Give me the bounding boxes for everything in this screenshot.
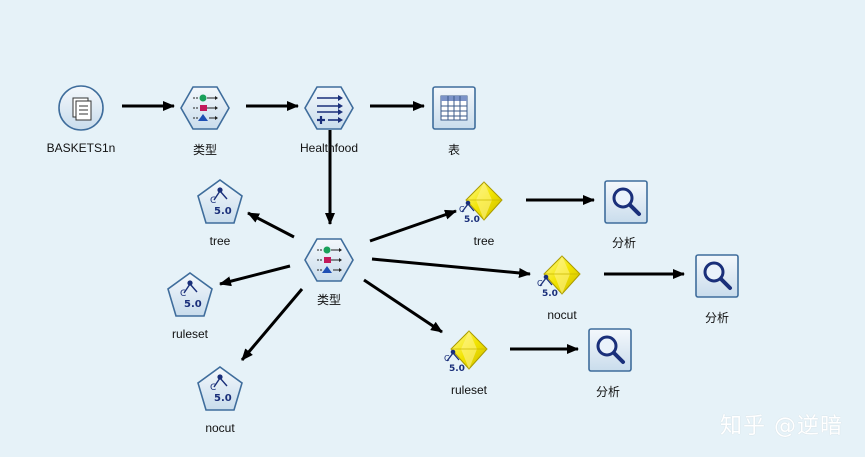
label-type-center: 类型 — [316, 293, 342, 307]
analysis-magnifier-icon — [612, 187, 641, 216]
svg-text:5.0: 5.0 — [542, 289, 558, 299]
source-node-baskets[interactable] — [58, 85, 104, 131]
c50-nugget-icon: C 5.0 — [537, 255, 581, 299]
svg-text:C: C — [210, 196, 216, 206]
type-node-center[interactable] — [304, 238, 354, 282]
label-nugget-nocut: nocut — [547, 308, 577, 322]
watermark: 知乎 @逆暗 — [720, 414, 843, 439]
nugget-nocut[interactable]: C 5.0 — [537, 255, 581, 299]
model-builder-tree[interactable]: C 5.0 — [197, 179, 243, 224]
connections — [122, 101, 685, 361]
analysis-node-2[interactable] — [695, 254, 739, 298]
c50-model-builder-icon: C 5.0 — [180, 280, 202, 310]
table-output-node[interactable] — [432, 86, 476, 130]
label-model-ruleset: ruleset — [171, 327, 209, 341]
label-nugget-ruleset: ruleset — [450, 383, 488, 397]
analysis-magnifier-icon — [703, 261, 732, 290]
svg-text:C: C — [459, 205, 465, 214]
label-source: BASKETS1n — [46, 141, 116, 155]
derive-node-icon — [317, 95, 343, 124]
label-model-tree: tree — [209, 234, 231, 248]
derive-node-healthfood[interactable] — [304, 86, 354, 130]
type-node-icon — [317, 246, 342, 273]
label-analysis-3: 分析 — [595, 385, 621, 399]
svg-text:C: C — [180, 289, 186, 299]
type-node-icon — [193, 94, 218, 121]
label-nugget-tree: tree — [473, 234, 495, 248]
link-type-to-model-nocut[interactable] — [240, 288, 304, 361]
svg-text:C: C — [210, 383, 216, 393]
c50-model-builder-icon: C 5.0 — [210, 187, 232, 217]
analysis-node-3[interactable] — [588, 328, 632, 372]
c50-nugget-icon: C 5.0 — [444, 330, 488, 374]
model-builder-nocut[interactable]: C 5.0 — [197, 366, 243, 411]
label-type-top: 类型 — [192, 143, 218, 157]
label-healthfood: Healthfood — [299, 141, 359, 155]
svg-text:C: C — [444, 354, 450, 363]
model-builder-ruleset[interactable]: C 5.0 — [167, 272, 213, 317]
analysis-node-1[interactable] — [604, 180, 648, 224]
link-type-to-nugget-tree[interactable] — [369, 209, 457, 243]
c50-model-builder-icon: C 5.0 — [210, 374, 232, 404]
link-type-to-model-ruleset[interactable] — [219, 264, 291, 287]
svg-text:5.0: 5.0 — [184, 299, 202, 310]
file-source-icon — [72, 97, 92, 121]
label-analysis-1: 分析 — [611, 236, 637, 250]
link-type-to-model-tree[interactable] — [247, 211, 295, 239]
svg-text:5.0: 5.0 — [449, 364, 465, 374]
svg-text:5.0: 5.0 — [464, 215, 480, 225]
table-output-icon — [440, 95, 468, 121]
label-model-nocut: nocut — [205, 421, 235, 435]
nugget-ruleset[interactable]: C 5.0 — [444, 330, 488, 374]
analysis-magnifier-icon — [596, 335, 625, 364]
type-node-top[interactable] — [180, 86, 230, 130]
nugget-tree[interactable]: C 5.0 — [459, 181, 503, 225]
svg-text:C: C — [537, 279, 543, 288]
link-type-to-nugget-nocut[interactable] — [371, 257, 531, 278]
svg-text:5.0: 5.0 — [214, 393, 232, 404]
label-analysis-2: 分析 — [704, 311, 730, 325]
c50-nugget-icon: C 5.0 — [459, 181, 503, 225]
label-table: 表 — [447, 143, 461, 157]
svg-text:5.0: 5.0 — [214, 206, 232, 217]
link-type-to-nugget-ruleset[interactable] — [363, 278, 443, 334]
